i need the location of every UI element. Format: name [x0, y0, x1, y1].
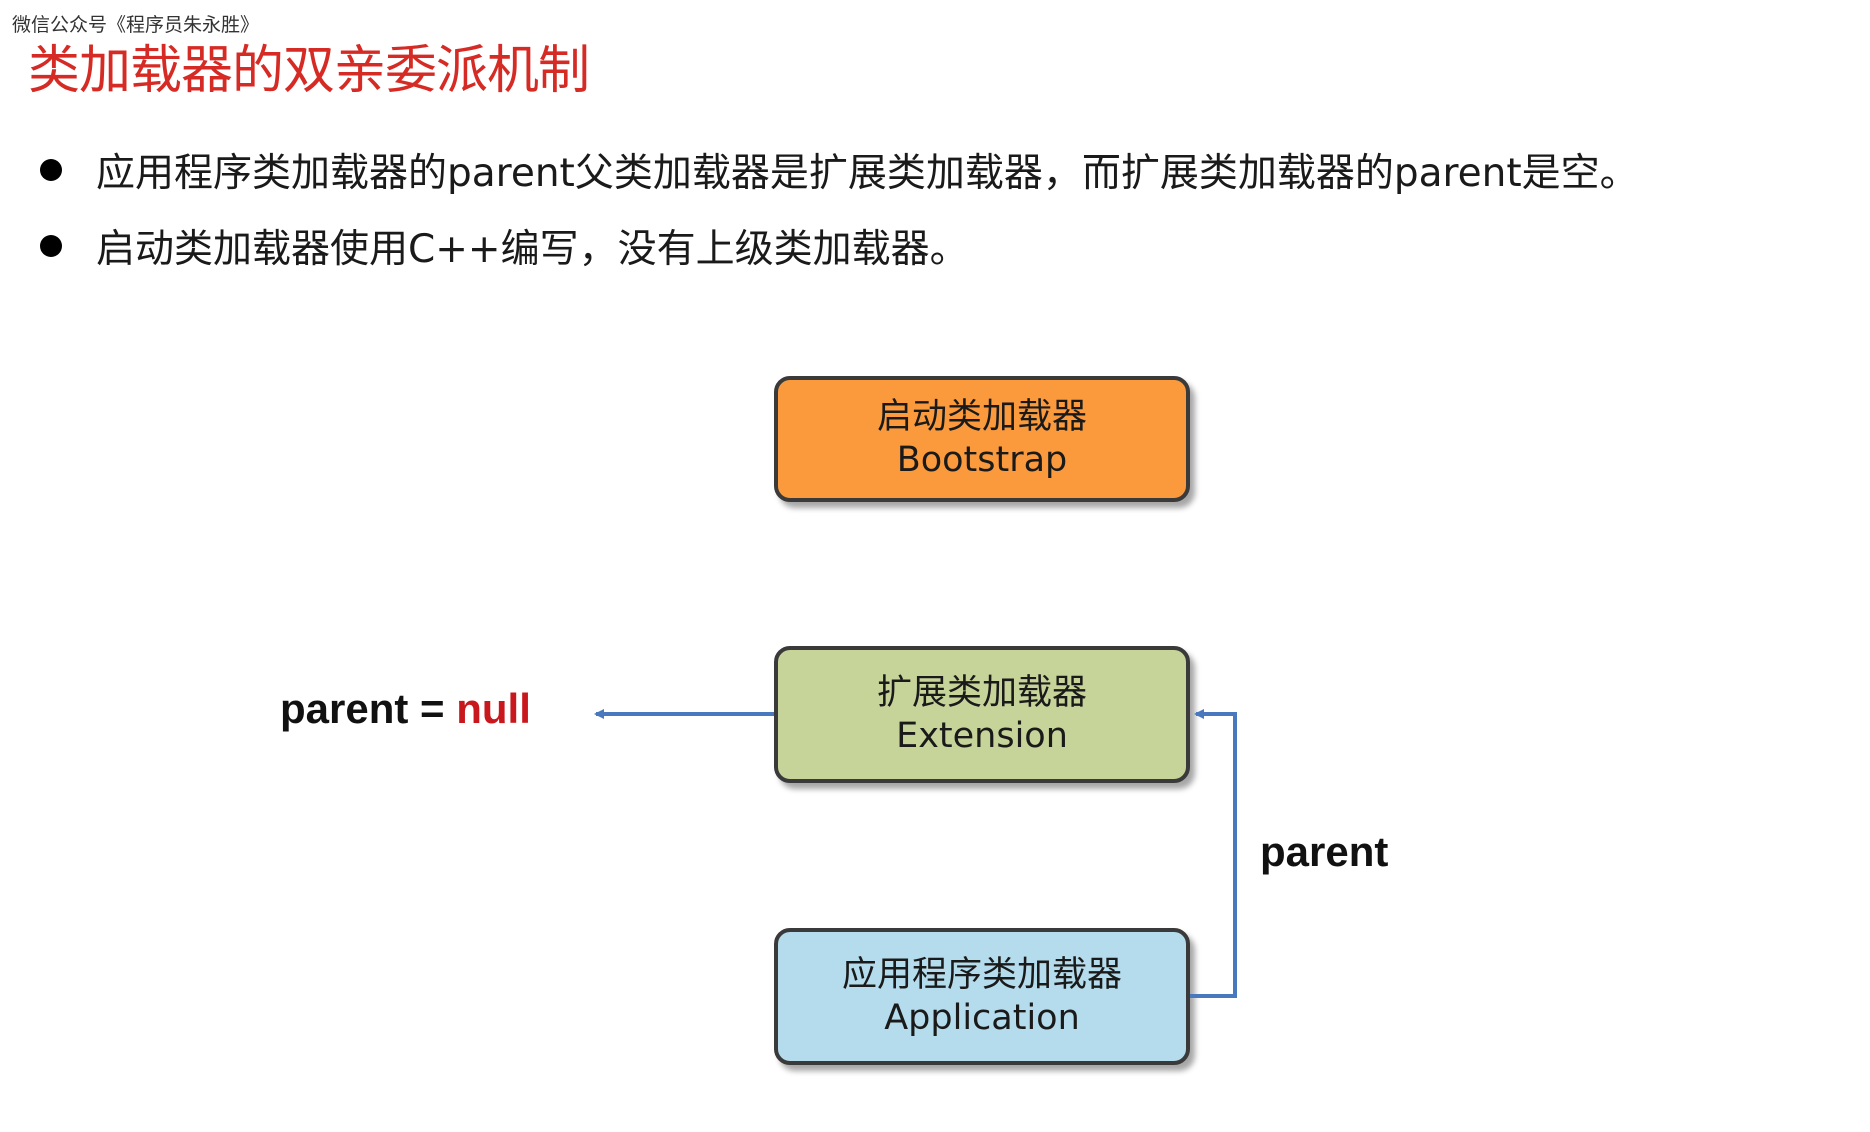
- application-loader-name: 应用程序类加载器: [841, 954, 1122, 995]
- bullet-text: 启动类加载器使用C++编写，没有上级类加载器。: [96, 227, 969, 272]
- bullet-list: 应用程序类加载器的parent父类加载器是扩展类加载器，而扩展类加载器的pare…: [40, 132, 1639, 284]
- bullet-item: 启动类加载器使用C++编写，没有上级类加载器。: [40, 208, 1639, 284]
- application-loader-box: 应用程序类加载器 Application: [774, 928, 1190, 1065]
- bullet-dot-icon: [40, 235, 62, 257]
- bullet-dot-icon: [40, 159, 62, 181]
- application-to-extension-arrow: [1190, 709, 1237, 998]
- extension-loader-sub: Extension: [896, 715, 1068, 756]
- extension-loader-name: 扩展类加载器: [876, 672, 1087, 713]
- parent-arrow-label: parent: [1260, 828, 1389, 875]
- bullet-item: 应用程序类加载器的parent父类加载器是扩展类加载器，而扩展类加载器的pare…: [40, 132, 1639, 208]
- extension-loader-box: 扩展类加载器 Extension: [774, 646, 1190, 783]
- bootstrap-loader-name: 启动类加载器: [876, 397, 1087, 438]
- null-value: null: [456, 685, 531, 732]
- application-loader-sub: Application: [884, 997, 1080, 1038]
- slide-title: 类加载器的双亲委派机制: [28, 41, 590, 101]
- parent-null-label: parent = null: [280, 685, 531, 733]
- parent-null-prefix: parent =: [280, 685, 457, 732]
- watermark: 微信公众号《程序员朱永胜》: [12, 14, 260, 36]
- bootstrap-loader-sub: Bootstrap: [896, 440, 1068, 480]
- bootstrap-loader-box: 启动类加载器 Bootstrap: [774, 376, 1190, 502]
- bullet-text: 应用程序类加载器的parent父类加载器是扩展类加载器，而扩展类加载器的pare…: [96, 151, 1639, 196]
